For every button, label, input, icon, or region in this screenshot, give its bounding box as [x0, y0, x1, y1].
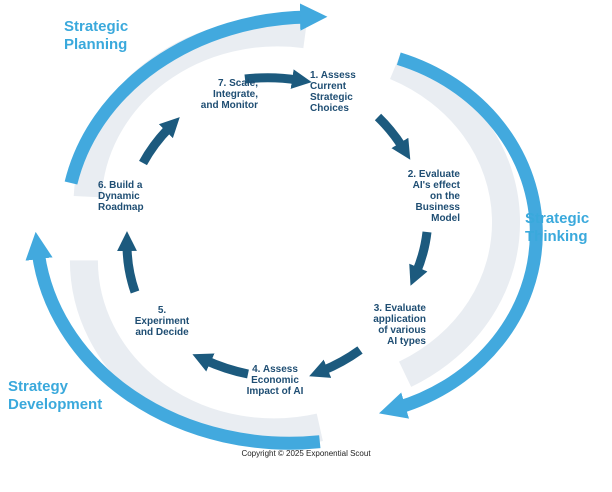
step-label-1: 1. Assess Current Strategic Choices	[310, 70, 356, 114]
band-bottom-left	[69, 260, 323, 447]
inner-arrows	[117, 69, 432, 379]
step-label-6: 6. Build a Dynamic Roadmap	[98, 180, 144, 213]
step-label-4: 4. Assess Economic Impact of AI	[246, 364, 304, 397]
inner-arrow-2	[374, 113, 411, 160]
outer-arrows	[25, 3, 543, 450]
inner-arrow-6	[117, 231, 140, 294]
inner-arrow-1	[244, 69, 312, 89]
phase-label-planning: Strategic Planning	[64, 18, 129, 53]
outer-arrow-thinking	[378, 52, 543, 419]
inner-arrow-3	[409, 231, 432, 286]
inner-arrow-4	[309, 346, 363, 378]
step-label-2: 2. Evaluate AI's effect on the Business …	[407, 169, 460, 224]
band-right	[390, 53, 521, 387]
step-label-3: 3. Evaluate application of various AI ty…	[373, 303, 426, 347]
inner-arrow-7	[139, 117, 180, 166]
band-top-left	[73, 18, 308, 198]
phase-label-development: Strategy Development	[8, 378, 103, 413]
outer-arrow-planning	[64, 3, 328, 185]
outer-arrow-development	[25, 231, 321, 450]
background-bands	[69, 18, 521, 447]
step-label-7: 7. Scale, Integrate, and Monitor	[200, 78, 258, 111]
copyright-notice: Copyright © 2025 Exponential Scout	[241, 449, 371, 458]
phase-label-thinking: Strategic Thinking	[525, 210, 590, 245]
step-label-5: 5. Experiment and Decide	[134, 305, 190, 338]
inner-arrow-5	[192, 353, 249, 379]
